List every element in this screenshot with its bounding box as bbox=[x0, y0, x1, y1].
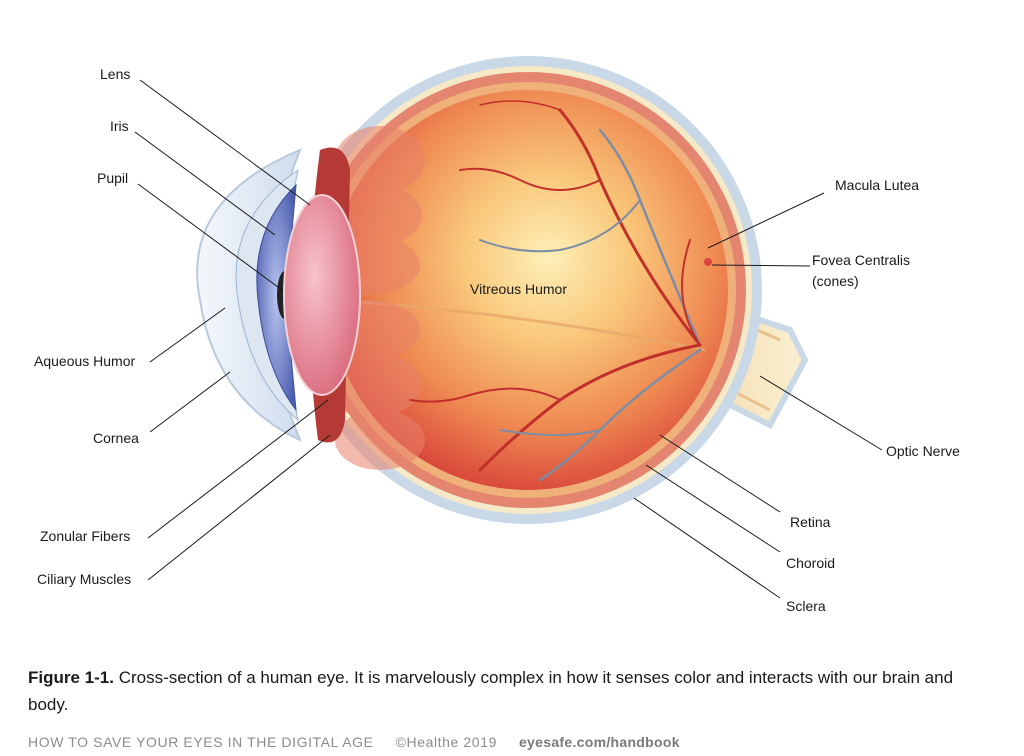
label-aqueous-humor: Aqueous Humor bbox=[34, 353, 136, 369]
label-pupil: Pupil bbox=[97, 170, 128, 186]
page-footer: HOW TO SAVE YOUR EYES IN THE DIGITAL AGE… bbox=[28, 734, 680, 750]
label-lens: Lens bbox=[100, 66, 130, 82]
label-fovea-cones: (cones) bbox=[812, 273, 859, 289]
leader-lines bbox=[134, 79, 883, 599]
label-choroid: Choroid bbox=[786, 555, 835, 571]
retinal-blood-vessels bbox=[409, 100, 702, 482]
label-macula-lutea: Macula Lutea bbox=[835, 177, 919, 193]
footer-copyright: ©Healthe 2019 bbox=[395, 734, 497, 750]
label-retina: Retina bbox=[790, 514, 831, 530]
vitreous-body bbox=[328, 90, 728, 490]
footer-book-title: HOW TO SAVE YOUR EYES IN THE DIGITAL AGE bbox=[28, 734, 374, 750]
label-zonular-fibers: Zonular Fibers bbox=[40, 528, 130, 544]
label-fovea-centralis: Fovea Centralis bbox=[812, 252, 910, 268]
eye-cross-section-diagram: Lens Iris Pupil Aqueous Humor Cornea Zon… bbox=[34, 56, 960, 614]
fovea-pit bbox=[704, 258, 712, 266]
footer-url: eyesafe.com/handbook bbox=[518, 734, 680, 750]
caption-text: Cross-section of a human eye. It is marv… bbox=[28, 668, 954, 714]
label-vitreous-humor: Vitreous Humor bbox=[470, 281, 567, 297]
figure-caption: Figure 1-1. Cross-section of a human eye… bbox=[28, 664, 988, 718]
label-sclera: Sclera bbox=[786, 598, 826, 614]
label-optic-nerve: Optic Nerve bbox=[886, 443, 960, 459]
figure-number: Figure 1-1. bbox=[28, 668, 114, 687]
label-iris: Iris bbox=[110, 118, 129, 134]
iris-shape bbox=[256, 183, 297, 412]
label-ciliary-muscles: Ciliary Muscles bbox=[37, 571, 131, 587]
label-cornea: Cornea bbox=[93, 430, 139, 446]
lens-shape bbox=[283, 194, 361, 396]
